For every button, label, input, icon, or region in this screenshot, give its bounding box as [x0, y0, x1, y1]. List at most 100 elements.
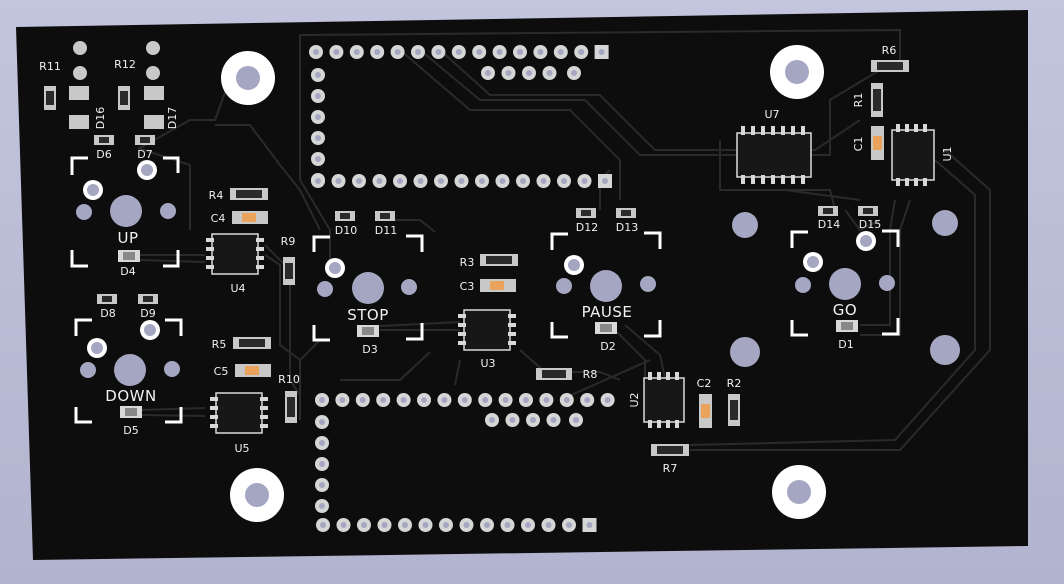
header-pad	[454, 174, 469, 188]
button-label-go: GO	[833, 301, 857, 319]
svg-text:D8: D8	[100, 307, 115, 320]
svg-text:D17: D17	[166, 107, 179, 129]
button-stop[interactable]: STOP	[312, 234, 424, 342]
ic-pin	[648, 420, 652, 428]
ic-pin	[771, 175, 775, 184]
header-pad	[315, 499, 329, 513]
ic-pin	[458, 314, 466, 318]
header-pad	[434, 174, 448, 188]
header-pad	[417, 393, 431, 407]
svg-text:D16: D16	[94, 107, 107, 129]
svg-text:U7: U7	[764, 108, 779, 121]
header-pad	[372, 174, 387, 188]
ic-pin	[741, 175, 745, 184]
button-leds	[118, 250, 858, 418]
ic-pin	[210, 406, 218, 410]
header-pads	[309, 45, 615, 532]
resistor-r7: R7	[651, 444, 689, 475]
header-pad	[370, 45, 385, 59]
capacitor-c3: C3	[460, 279, 516, 293]
header-pad	[315, 457, 329, 471]
svg-text:U5: U5	[234, 442, 249, 455]
header-pad	[542, 66, 557, 80]
ic-pin	[751, 126, 755, 135]
resistor-r5: R5	[212, 337, 271, 351]
header-pad	[580, 393, 595, 407]
header-pad	[329, 45, 344, 59]
svg-text:R8: R8	[583, 368, 598, 381]
button-down[interactable]: DOWN	[74, 318, 183, 424]
svg-text:D11: D11	[375, 224, 397, 237]
ic-pin	[914, 124, 918, 132]
ic-pin	[260, 406, 268, 410]
header-pad	[309, 45, 323, 59]
header-pad	[349, 45, 364, 59]
led-label-d5: D5	[123, 424, 138, 437]
svg-text:C2: C2	[697, 377, 712, 390]
header-pad	[311, 68, 325, 82]
resistor-r12: R12	[114, 58, 136, 110]
header-pad	[472, 45, 487, 59]
header-pad	[498, 393, 513, 407]
header-pad	[600, 393, 615, 407]
ic-pin	[781, 175, 785, 184]
led-d16: D16	[69, 41, 107, 129]
header-pad	[598, 174, 612, 188]
svg-text:R5: R5	[212, 338, 227, 351]
header-pad	[311, 152, 325, 166]
header-pad	[376, 393, 391, 407]
resistor-r1: R1	[852, 83, 883, 117]
header-pad	[311, 174, 325, 188]
resistor-r3: R3	[460, 254, 518, 269]
svg-text:D6: D6	[96, 148, 111, 161]
ic-pin	[896, 124, 900, 132]
capacitors: C4 C5 C3 C2 C1	[211, 126, 884, 428]
ic-pin	[771, 126, 775, 135]
led-d9: D9	[138, 294, 158, 320]
header-pad	[439, 518, 453, 532]
header-pad	[418, 518, 433, 532]
button-pause[interactable]: PAUSE	[550, 231, 662, 339]
ic-pin	[675, 420, 679, 428]
ic-pin	[923, 124, 927, 132]
led-label-d1: D1	[838, 338, 853, 351]
svg-text:R6: R6	[882, 44, 897, 57]
header-pad	[315, 436, 329, 450]
ic-pin	[210, 397, 218, 401]
header-pad	[352, 174, 366, 188]
button-up[interactable]: UP	[70, 156, 180, 268]
ic-pin	[905, 178, 909, 186]
ic-pin	[260, 397, 268, 401]
ic-pin	[657, 420, 661, 428]
header-pad	[501, 66, 516, 80]
ic-u5: U5	[215, 392, 263, 455]
header-pad	[492, 45, 507, 59]
button-go[interactable]: GO	[790, 229, 900, 337]
resistor-r8: R8	[536, 368, 597, 381]
led-d6: D6	[94, 135, 114, 161]
header-pad	[546, 413, 561, 427]
svg-text:R2: R2	[727, 377, 742, 390]
svg-text:R11: R11	[39, 60, 61, 73]
led-d15: D15	[858, 206, 881, 231]
led-d17: D17	[144, 41, 179, 129]
svg-text:D7: D7	[137, 148, 152, 161]
svg-text:C5: C5	[214, 365, 229, 378]
led-d10: D10	[335, 211, 357, 237]
led-label-d2: D2	[600, 340, 615, 353]
ic-pin	[206, 265, 214, 269]
capacitor-c5: C5	[214, 364, 271, 378]
header-pad	[478, 393, 493, 407]
capacitor-c4: C4	[211, 211, 268, 225]
ic-pin	[260, 415, 268, 419]
ic-pin	[256, 256, 264, 260]
svg-text:U3: U3	[480, 357, 495, 370]
svg-text:C3: C3	[460, 280, 475, 293]
header-pad	[396, 393, 411, 407]
ic-pin	[206, 256, 214, 260]
ic-pin	[256, 238, 264, 242]
header-pad	[567, 66, 581, 80]
svg-text:R7: R7	[663, 462, 678, 475]
header-pad	[559, 393, 574, 407]
ic-pin	[458, 323, 466, 327]
